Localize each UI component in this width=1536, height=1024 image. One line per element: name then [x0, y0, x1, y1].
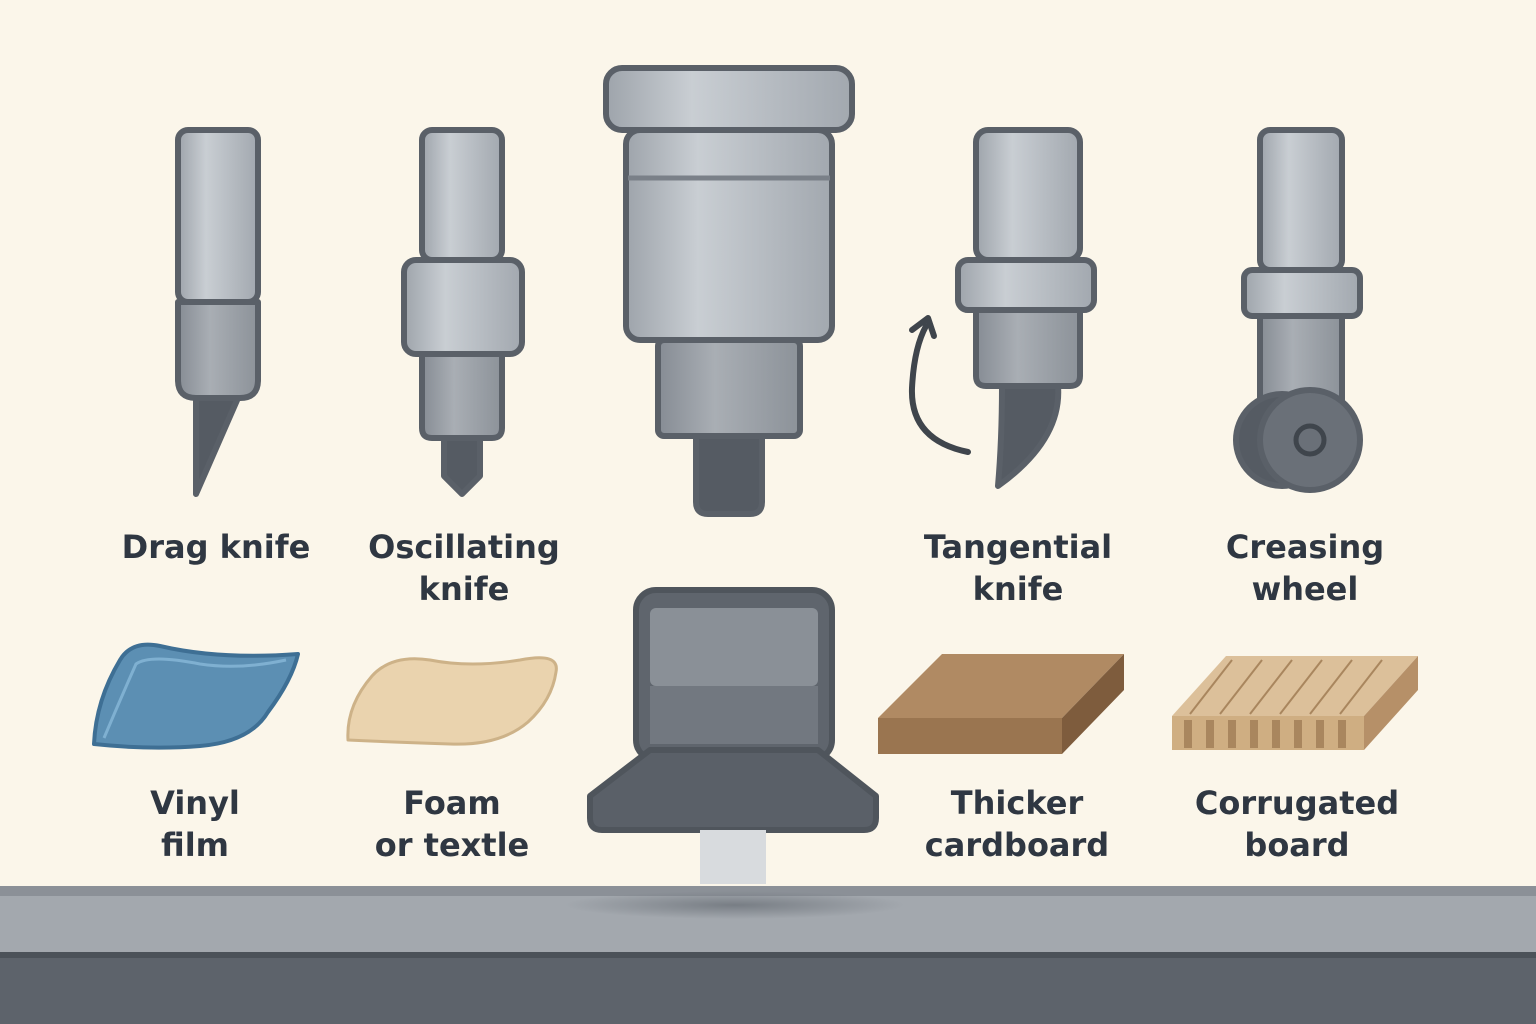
cutting-head-icon	[587, 587, 879, 884]
label-thicker-cardboard: Thicker cardboard	[924, 784, 1110, 864]
rotation-arrow-icon	[908, 315, 971, 455]
label-creasing-wheel: Creasing wheel	[1225, 528, 1385, 608]
corrugated-board-icon	[1172, 656, 1418, 750]
cutting-table	[0, 886, 1536, 1024]
vinyl-film-icon	[92, 642, 300, 750]
foam-textile-icon	[346, 656, 558, 746]
creasing-wheel-icon	[1233, 127, 1363, 493]
thicker-cardboard-icon	[878, 654, 1124, 754]
drag-knife-icon	[175, 127, 261, 497]
tool-head-icon	[603, 65, 855, 517]
label-oscillating-knife: Oscillating knife	[368, 528, 560, 608]
label-corrugated-board: Corrugated board	[1194, 784, 1400, 864]
label-vinyl-film: Vinyl film	[150, 784, 240, 864]
oscillating-knife-icon	[401, 127, 525, 497]
label-tangential-knife: Tangential knife	[923, 528, 1113, 608]
tangential-knife-icon	[955, 127, 1097, 489]
label-foam-textile: Foam or textle	[374, 784, 530, 864]
label-drag-knife: Drag knife	[121, 528, 311, 566]
